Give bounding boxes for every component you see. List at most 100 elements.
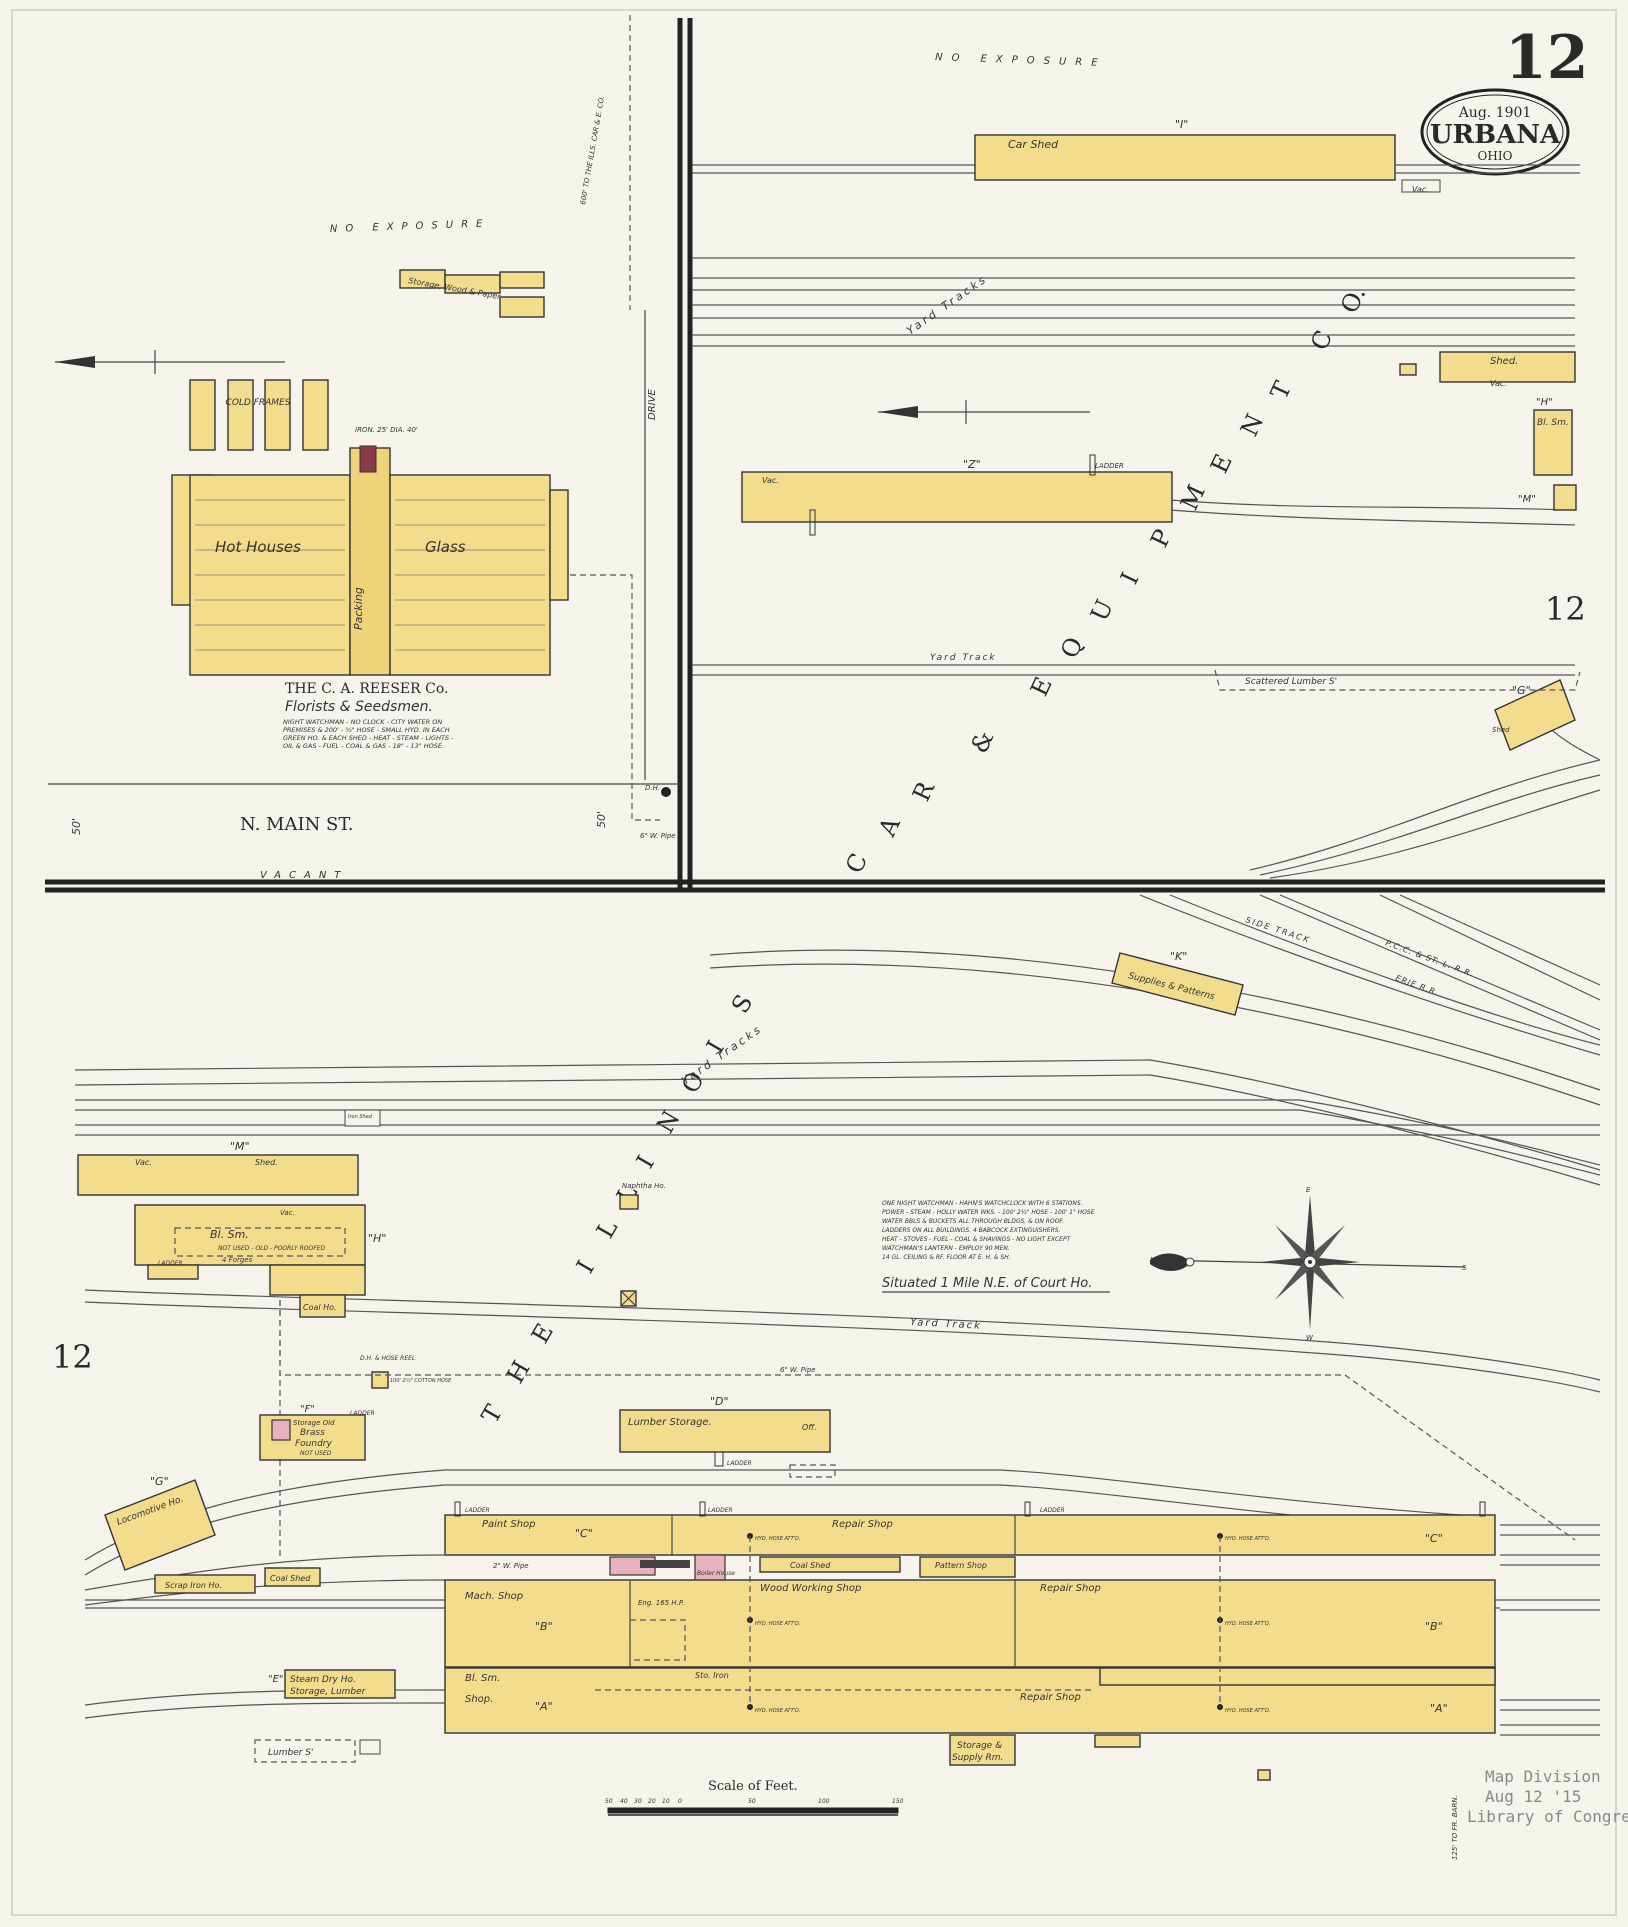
building-b bbox=[444, 1579, 1496, 1668]
building-m-shed: Shed. bbox=[255, 1158, 278, 1167]
svg-text:I: I bbox=[571, 1256, 600, 1278]
repair-shop-1: Repair Shop bbox=[832, 1519, 893, 1530]
water-pipe-main bbox=[279, 1300, 1576, 1541]
exposure-left: NO EXPOSURE bbox=[330, 218, 491, 235]
bl-sm-shop: Bl. Sm. bbox=[465, 1673, 500, 1684]
ladder-c2: LADDER bbox=[708, 1507, 733, 1514]
fire-note-6: WATCHMAN'S LANTERN - EMPLOY 90 MEN. bbox=[882, 1245, 1010, 1252]
lumber-shed-label: Lumber S' bbox=[268, 1748, 313, 1758]
city-badge-inner bbox=[1426, 94, 1564, 170]
hydrants bbox=[747, 1533, 1223, 1710]
reeser-note-1: NIGHT WATCHMAN - NO CLOCK - CITY WATER O… bbox=[283, 718, 442, 726]
tiny-building bbox=[1257, 1769, 1271, 1781]
hyd-label-5: HYD. HOSE ATT'D. bbox=[755, 1708, 800, 1714]
arrow-head-icon bbox=[55, 356, 95, 368]
fire-notes: ONE NIGHT WATCHMAN - HAHN'S WATCHCLOCK W… bbox=[882, 1200, 1095, 1261]
svg-text:100: 100 bbox=[818, 1798, 830, 1805]
reeser-complex: COLD FRAMES Hot Houses Glass Packing IRO… bbox=[171, 95, 676, 840]
ladder-f: LADDER bbox=[350, 1410, 375, 1417]
sto-iron-label: Sto. Iron bbox=[695, 1671, 729, 1680]
compass-rose-icon bbox=[1150, 1195, 1466, 1330]
yard-track-bottom: Yard Track bbox=[910, 1317, 982, 1332]
reeser-note-4: OIL & GAS - FUEL - COAL & GAS - 18" - 13… bbox=[283, 742, 444, 750]
reeser-name: THE C. A. REESER Co. bbox=[285, 681, 448, 697]
hyd-label-3: HYD. HOSE ATT'D. bbox=[755, 1621, 800, 1627]
svg-text:R: R bbox=[907, 776, 940, 805]
svg-text:20: 20 bbox=[648, 1798, 656, 1805]
cold-frame bbox=[302, 379, 329, 451]
svg-text:E: E bbox=[526, 1319, 559, 1348]
tiny-shed bbox=[359, 1739, 381, 1755]
svg-text:Library of Congress: Library of Congress bbox=[1467, 1807, 1628, 1826]
sheet-number: 12 bbox=[1505, 23, 1589, 93]
building-e-label: "E" bbox=[268, 1674, 284, 1685]
compass-w: W bbox=[1306, 1334, 1314, 1342]
coal-shed-east bbox=[759, 1556, 901, 1573]
svg-text:A: A bbox=[873, 812, 906, 841]
svg-text:N: N bbox=[1235, 410, 1269, 441]
reeser-note-3: GREEN HO. & EACH SHED - HEAT - STEAM - L… bbox=[283, 734, 454, 742]
building-h-annex bbox=[269, 1264, 366, 1296]
storage-supply-room bbox=[949, 1734, 1016, 1766]
building-h-note: NOT USED - OLD - POORLY ROOFED bbox=[218, 1245, 325, 1252]
iron-shed-label: Iron Shed bbox=[348, 1114, 373, 1120]
building-a-label-2: "A" bbox=[1430, 1702, 1448, 1715]
boiler bbox=[640, 1560, 690, 1568]
hose-reel-box bbox=[371, 1371, 389, 1389]
building-m-top bbox=[1553, 484, 1577, 511]
scattered-lumber-label: Scattered Lumber S' bbox=[1245, 677, 1337, 687]
ladder-icon-d bbox=[714, 1451, 724, 1467]
hyd-label-1: HYD. HOSE ATT'D. bbox=[755, 1536, 800, 1542]
svg-text:10: 10 bbox=[662, 1798, 670, 1805]
building-b-label: "B" bbox=[535, 1620, 553, 1633]
margin-note: 125' TO FR. BARN. bbox=[1451, 1795, 1459, 1860]
badge-date: Aug. 1901 bbox=[1458, 105, 1532, 121]
building-f-label: "F" bbox=[300, 1404, 315, 1415]
foundry-line-4: NOT USED bbox=[300, 1450, 332, 1457]
svg-text:I: I bbox=[1115, 568, 1144, 588]
situated-label: Situated 1 Mile N.E. of Court Ho. bbox=[882, 1276, 1092, 1291]
building-k-label: "K" bbox=[1170, 950, 1187, 963]
building-f-pink bbox=[271, 1419, 291, 1441]
office-label: Off. bbox=[802, 1423, 817, 1432]
steam-dry-1: Steam Dry Ho. bbox=[290, 1675, 356, 1685]
boiler-label: Boiler House bbox=[697, 1570, 735, 1577]
building-h-low bbox=[147, 1264, 199, 1280]
packing-house bbox=[349, 447, 391, 676]
svg-text:40: 40 bbox=[620, 1798, 628, 1805]
street-width-right: 50' bbox=[595, 811, 608, 828]
building-z bbox=[741, 471, 1173, 523]
storage-supply-1: Storage & bbox=[957, 1741, 1002, 1751]
vac-marker bbox=[1401, 179, 1441, 193]
hydrant-icon bbox=[661, 787, 671, 797]
storage-shed-4 bbox=[499, 296, 545, 318]
engine-room bbox=[629, 1619, 686, 1661]
fire-note-7: 14 GL. CEILING & RF. FLOOR AT E. H. & SH… bbox=[882, 1254, 1011, 1261]
yard-track-mid: Yard Track bbox=[930, 653, 997, 663]
building-g-shed: Shed bbox=[1492, 726, 1510, 734]
greenhouse-annex bbox=[549, 489, 569, 601]
chimney bbox=[359, 445, 377, 473]
scale-bar bbox=[607, 1807, 899, 1816]
building-m bbox=[77, 1154, 359, 1196]
yard-tracks-low: Yard Tracks bbox=[679, 1022, 765, 1088]
building-c bbox=[444, 1514, 1496, 1556]
packing-label: Packing bbox=[352, 587, 365, 630]
fire-note-1: ONE NIGHT WATCHMAN - HAHN'S WATCHCLOCK W… bbox=[882, 1200, 1083, 1207]
hose-reel-label: D.H. & HOSE REEL bbox=[360, 1355, 415, 1362]
svg-text:0: 0 bbox=[678, 1798, 682, 1805]
forge-area bbox=[174, 1227, 346, 1257]
repair-shop-2: Repair Shop bbox=[1040, 1583, 1101, 1594]
svg-text:Q: Q bbox=[1055, 633, 1089, 663]
svg-text:P: P bbox=[1145, 525, 1177, 551]
side-track-label: SIDE TRACK bbox=[1244, 915, 1311, 945]
building-m-label: "M" bbox=[230, 1140, 250, 1153]
shop-ladders bbox=[454, 1501, 1486, 1517]
fire-note-5: HEAT - STOVES - FUEL - COAL & SHAVINGS -… bbox=[882, 1236, 1072, 1243]
fire-note-4: LADDERS ON ALL BUILDINGS. 4 BABCOCK EXTI… bbox=[882, 1227, 1061, 1234]
small-storage bbox=[1094, 1734, 1141, 1748]
street-width-left: 50' bbox=[70, 818, 83, 835]
naphtha-house bbox=[619, 1194, 639, 1210]
steam-dry-2: Storage, Lumber bbox=[290, 1687, 367, 1697]
